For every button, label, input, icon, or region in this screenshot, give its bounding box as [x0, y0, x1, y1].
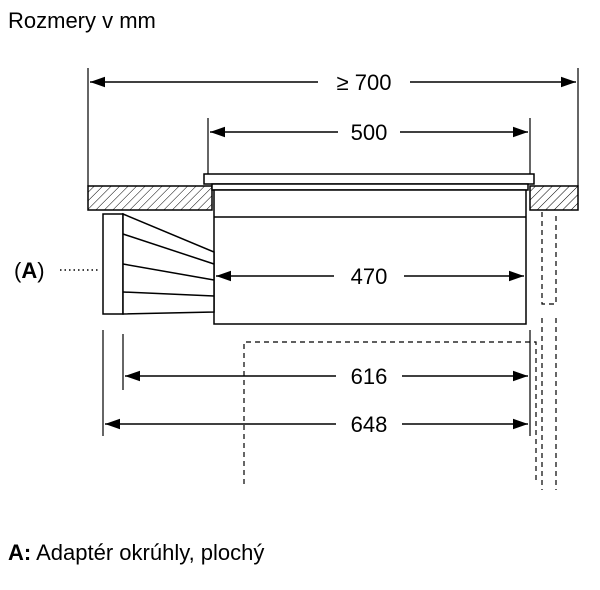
adapter-rib-2	[122, 263, 215, 281]
dim-648-label: 648	[351, 412, 388, 437]
cooktop-frame	[211, 183, 529, 191]
cooktop-glass	[203, 173, 535, 185]
dim-700-label: ≥ 700	[337, 70, 392, 95]
hidden-duct-right	[541, 212, 557, 305]
legend: A: Adaptér okrúhly, plochý	[8, 540, 264, 566]
dim-616-label: 616	[351, 364, 388, 389]
hidden-duct-right-lower	[541, 318, 557, 490]
dim-470-label: 470	[351, 264, 388, 289]
dim-500-label: 500	[351, 120, 388, 145]
extension-lines	[87, 68, 579, 436]
legend-key: A:	[8, 540, 32, 565]
dimension-lines	[90, 76, 576, 430]
cooktop-body	[213, 189, 527, 325]
callout-letter: A	[21, 258, 37, 283]
adapter-rib-3	[122, 291, 215, 297]
adapter-a	[102, 212, 215, 315]
callout-a-label: (A)	[14, 258, 45, 283]
hidden-lines	[243, 212, 557, 490]
countertop-left	[87, 185, 213, 211]
adapter-rib-1	[122, 233, 215, 265]
hidden-cabinet-outline	[243, 341, 537, 484]
legend-text: Adaptér okrúhly, plochý	[31, 540, 265, 565]
callout-a: (A)	[14, 258, 100, 283]
callout-close-paren: )	[37, 258, 44, 283]
cooktop	[203, 173, 535, 325]
page-title: Rozmery v mm	[8, 8, 156, 33]
adapter-flange	[102, 213, 124, 315]
countertop-right	[529, 185, 579, 211]
adapter-body	[122, 212, 215, 315]
countertop	[87, 185, 579, 211]
callout-open-paren: (	[14, 258, 22, 283]
